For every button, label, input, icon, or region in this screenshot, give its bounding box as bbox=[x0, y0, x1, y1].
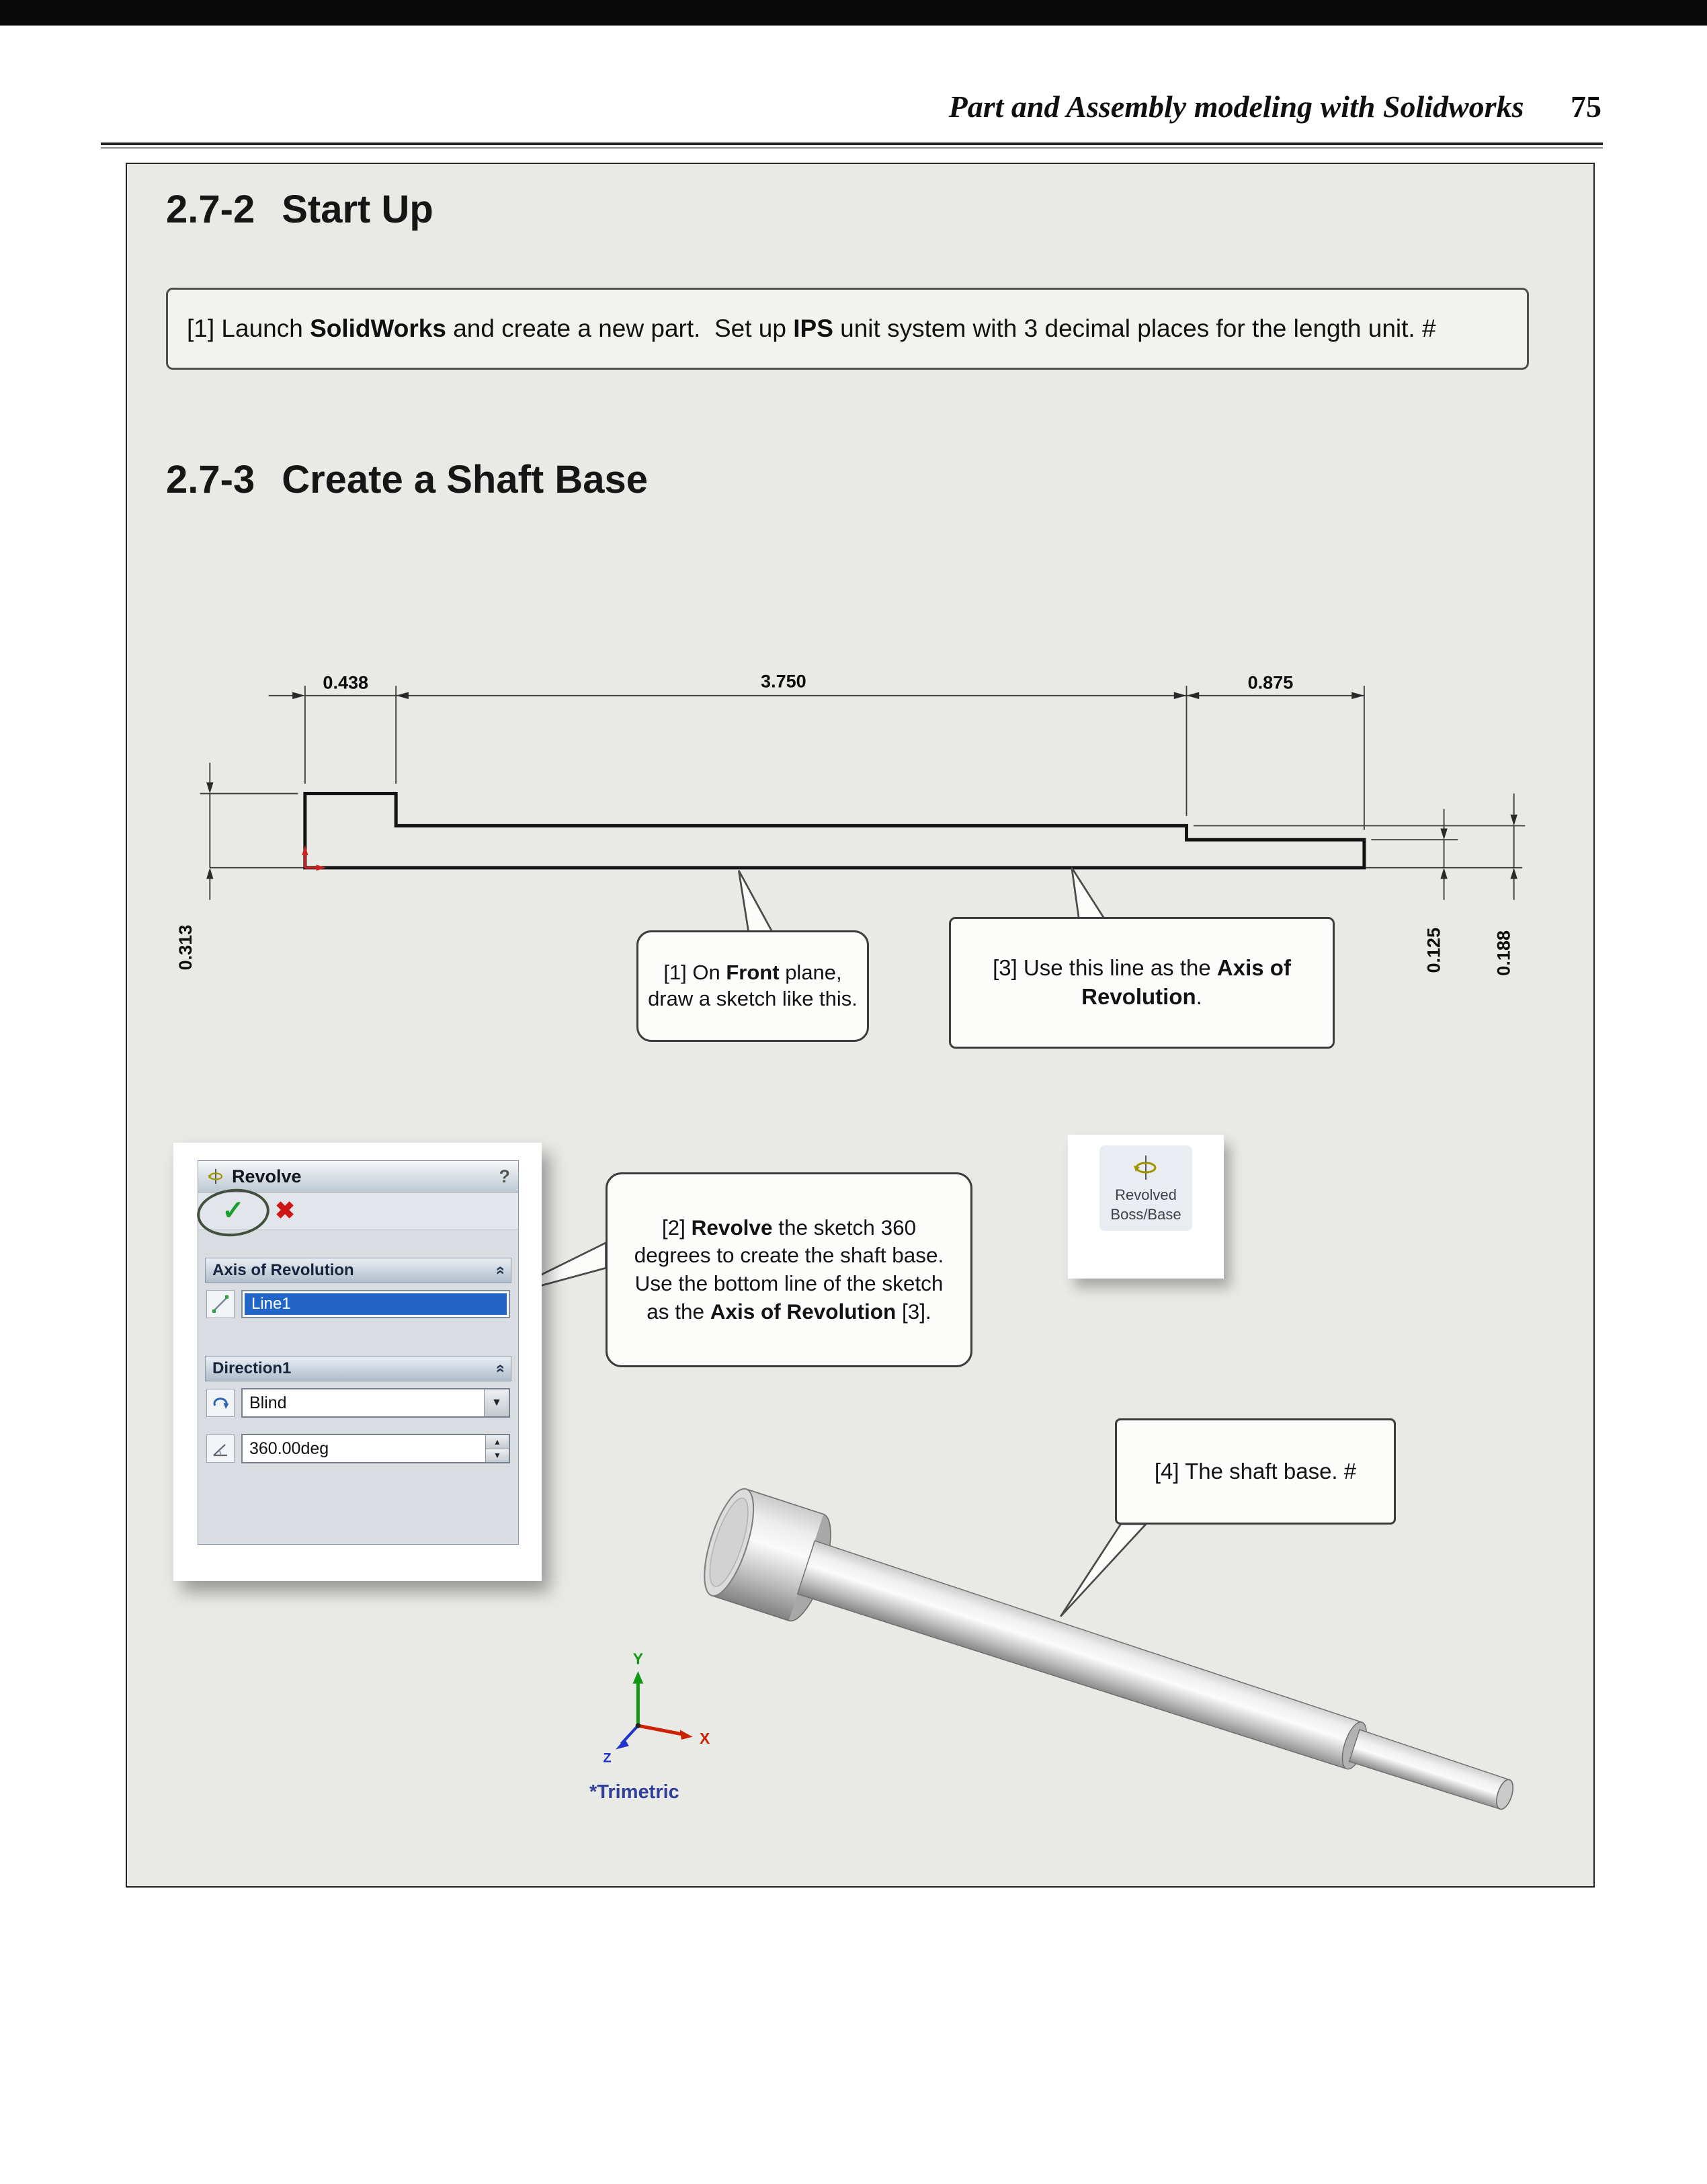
revolved-boss-base-screenshot: Revolved Boss/Base bbox=[1068, 1135, 1224, 1279]
angle-value: 360.00deg bbox=[249, 1439, 329, 1458]
rule-thick-line bbox=[101, 143, 1603, 145]
direction1-header-label: Direction1 bbox=[212, 1359, 292, 1377]
spinner-up-glyph: ▲ bbox=[493, 1437, 501, 1447]
angle-row: 360.00deg ▲ ▼ bbox=[206, 1434, 510, 1463]
callout1-text: [1] On bbox=[663, 961, 726, 985]
spinner-up-icon[interactable]: ▲ bbox=[486, 1435, 509, 1449]
callout3-text-2: . bbox=[1196, 984, 1202, 1009]
rule-thin-line bbox=[101, 147, 1603, 149]
panel-title-bar: Revolve ? bbox=[198, 1161, 518, 1192]
callout2-text-3: [3]. bbox=[896, 1299, 931, 1324]
revolved-boss-base-label: Revolved Boss/Base bbox=[1110, 1186, 1181, 1224]
ok-button-area: ✓ bbox=[194, 1185, 272, 1240]
step1-instruction-box: [1] Launch SolidWorks and create a new p… bbox=[166, 288, 1529, 370]
view-orientation-label: *Trimetric bbox=[589, 1781, 679, 1803]
revolve-property-manager: Revolve ? ✓ ✖ Axis of Revolution » bbox=[194, 1160, 519, 1545]
direction1-header[interactable]: Direction1 » bbox=[205, 1356, 511, 1381]
callout2-bold-revolve: Revolve bbox=[691, 1215, 773, 1240]
callout1-text-2: plane, draw a sketch like this. bbox=[648, 961, 858, 1010]
section-heading-2-7-2: 2.7-2 Start Up bbox=[166, 187, 433, 232]
section-number: 2.7-3 bbox=[166, 458, 255, 501]
collapse-chevron-icon[interactable]: » bbox=[490, 1364, 509, 1373]
dropdown-arrow-icon[interactable]: ▼ bbox=[484, 1389, 509, 1416]
section-title: Start Up bbox=[282, 188, 433, 231]
step1-bold-ips: IPS bbox=[793, 315, 833, 342]
section-heading-2-7-3: 2.7-3 Create a Shaft Base bbox=[166, 457, 648, 502]
direction-type-row: Blind ▼ bbox=[206, 1388, 510, 1418]
angle-icon bbox=[206, 1434, 235, 1463]
callout-2-revolve-sketch: [2] Revolve the sketch 360 degrees to cr… bbox=[606, 1172, 972, 1367]
dropdown-arrow-glyph: ▼ bbox=[491, 1397, 502, 1408]
direction-type-value: Blind bbox=[249, 1393, 287, 1412]
header-title: Part and Assembly modeling with Solidwor… bbox=[948, 89, 1524, 124]
callout2-text-2: the sketch 360 degrees to create the sha… bbox=[634, 1215, 956, 1324]
label-line-1: Revolved bbox=[1115, 1186, 1177, 1203]
axis-selection-field[interactable]: Line1 bbox=[241, 1290, 510, 1318]
spinner-down-glyph: ▼ bbox=[493, 1451, 501, 1461]
axis-selection-row: Line1 bbox=[206, 1290, 510, 1318]
panel-body: Axis of Revolution » Line1 bbox=[198, 1229, 518, 1463]
section-number: 2.7-2 bbox=[166, 188, 255, 231]
callout4-text: [4] The shaft base. # bbox=[1154, 1459, 1357, 1484]
callout-1-front-plane: [1] On Front plane, draw a sketch like t… bbox=[636, 930, 869, 1042]
step1-text-3: unit system with 3 decimal places for th… bbox=[833, 315, 1436, 342]
direction-type-dropdown[interactable]: Blind ▼ bbox=[241, 1388, 510, 1418]
label-line-2: Boss/Base bbox=[1110, 1205, 1181, 1223]
sketch-line-icon bbox=[206, 1290, 235, 1318]
callout3-text: [3] Use this line as the bbox=[993, 955, 1217, 981]
revolve-icon bbox=[208, 1169, 223, 1184]
revolved-boss-base-button[interactable]: Revolved Boss/Base bbox=[1099, 1145, 1192, 1231]
step1-bold-solidworks: SolidWorks bbox=[310, 315, 446, 342]
axis-selection-value: Line1 bbox=[245, 1293, 507, 1315]
axis-header-label: Axis of Revolution bbox=[212, 1261, 354, 1279]
cancel-button[interactable]: ✖ bbox=[275, 1197, 296, 1224]
revolved-boss-base-icon bbox=[1133, 1156, 1157, 1180]
revolve-direction-icon[interactable] bbox=[206, 1389, 235, 1417]
panel-action-row: ✓ ✖ bbox=[194, 1185, 518, 1240]
section-title: Create a Shaft Base bbox=[282, 458, 649, 501]
callout1-bold-front: Front bbox=[726, 961, 780, 985]
callout3-bold-axis: Axis of Revolution bbox=[1081, 955, 1298, 1009]
angle-field[interactable]: 360.00deg ▲ ▼ bbox=[241, 1434, 510, 1463]
revolve-panel-screenshot: Revolve ? ✓ ✖ Axis of Revolution » bbox=[173, 1143, 542, 1581]
page-header: Part and Assembly modeling with Solidwor… bbox=[949, 89, 1601, 124]
collapse-chevron-icon[interactable]: » bbox=[490, 1266, 509, 1275]
spinner-down-icon[interactable]: ▼ bbox=[486, 1449, 509, 1462]
axis-of-revolution-header[interactable]: Axis of Revolution » bbox=[205, 1258, 511, 1283]
help-icon[interactable]: ? bbox=[499, 1166, 511, 1186]
ok-button[interactable]: ✓ bbox=[222, 1196, 245, 1225]
top-black-bar bbox=[0, 0, 1707, 26]
angle-spinner[interactable]: ▲ ▼ bbox=[485, 1435, 509, 1462]
callout2-bold-axis: Axis of Revolution bbox=[710, 1299, 897, 1324]
step1-text-1: [1] Launch bbox=[187, 315, 310, 342]
header-rule bbox=[101, 143, 1603, 149]
callout-3-axis-of-revolution: [3] Use this line as the Axis of Revolut… bbox=[949, 917, 1335, 1049]
callout2-text: [2] bbox=[661, 1215, 692, 1240]
page-number: 75 bbox=[1571, 89, 1601, 124]
step1-text-2: and create a new part. Set up bbox=[446, 315, 794, 342]
callout-4-shaft-base: [4] The shaft base. # bbox=[1115, 1418, 1396, 1525]
panel-title: Revolve bbox=[232, 1166, 302, 1186]
